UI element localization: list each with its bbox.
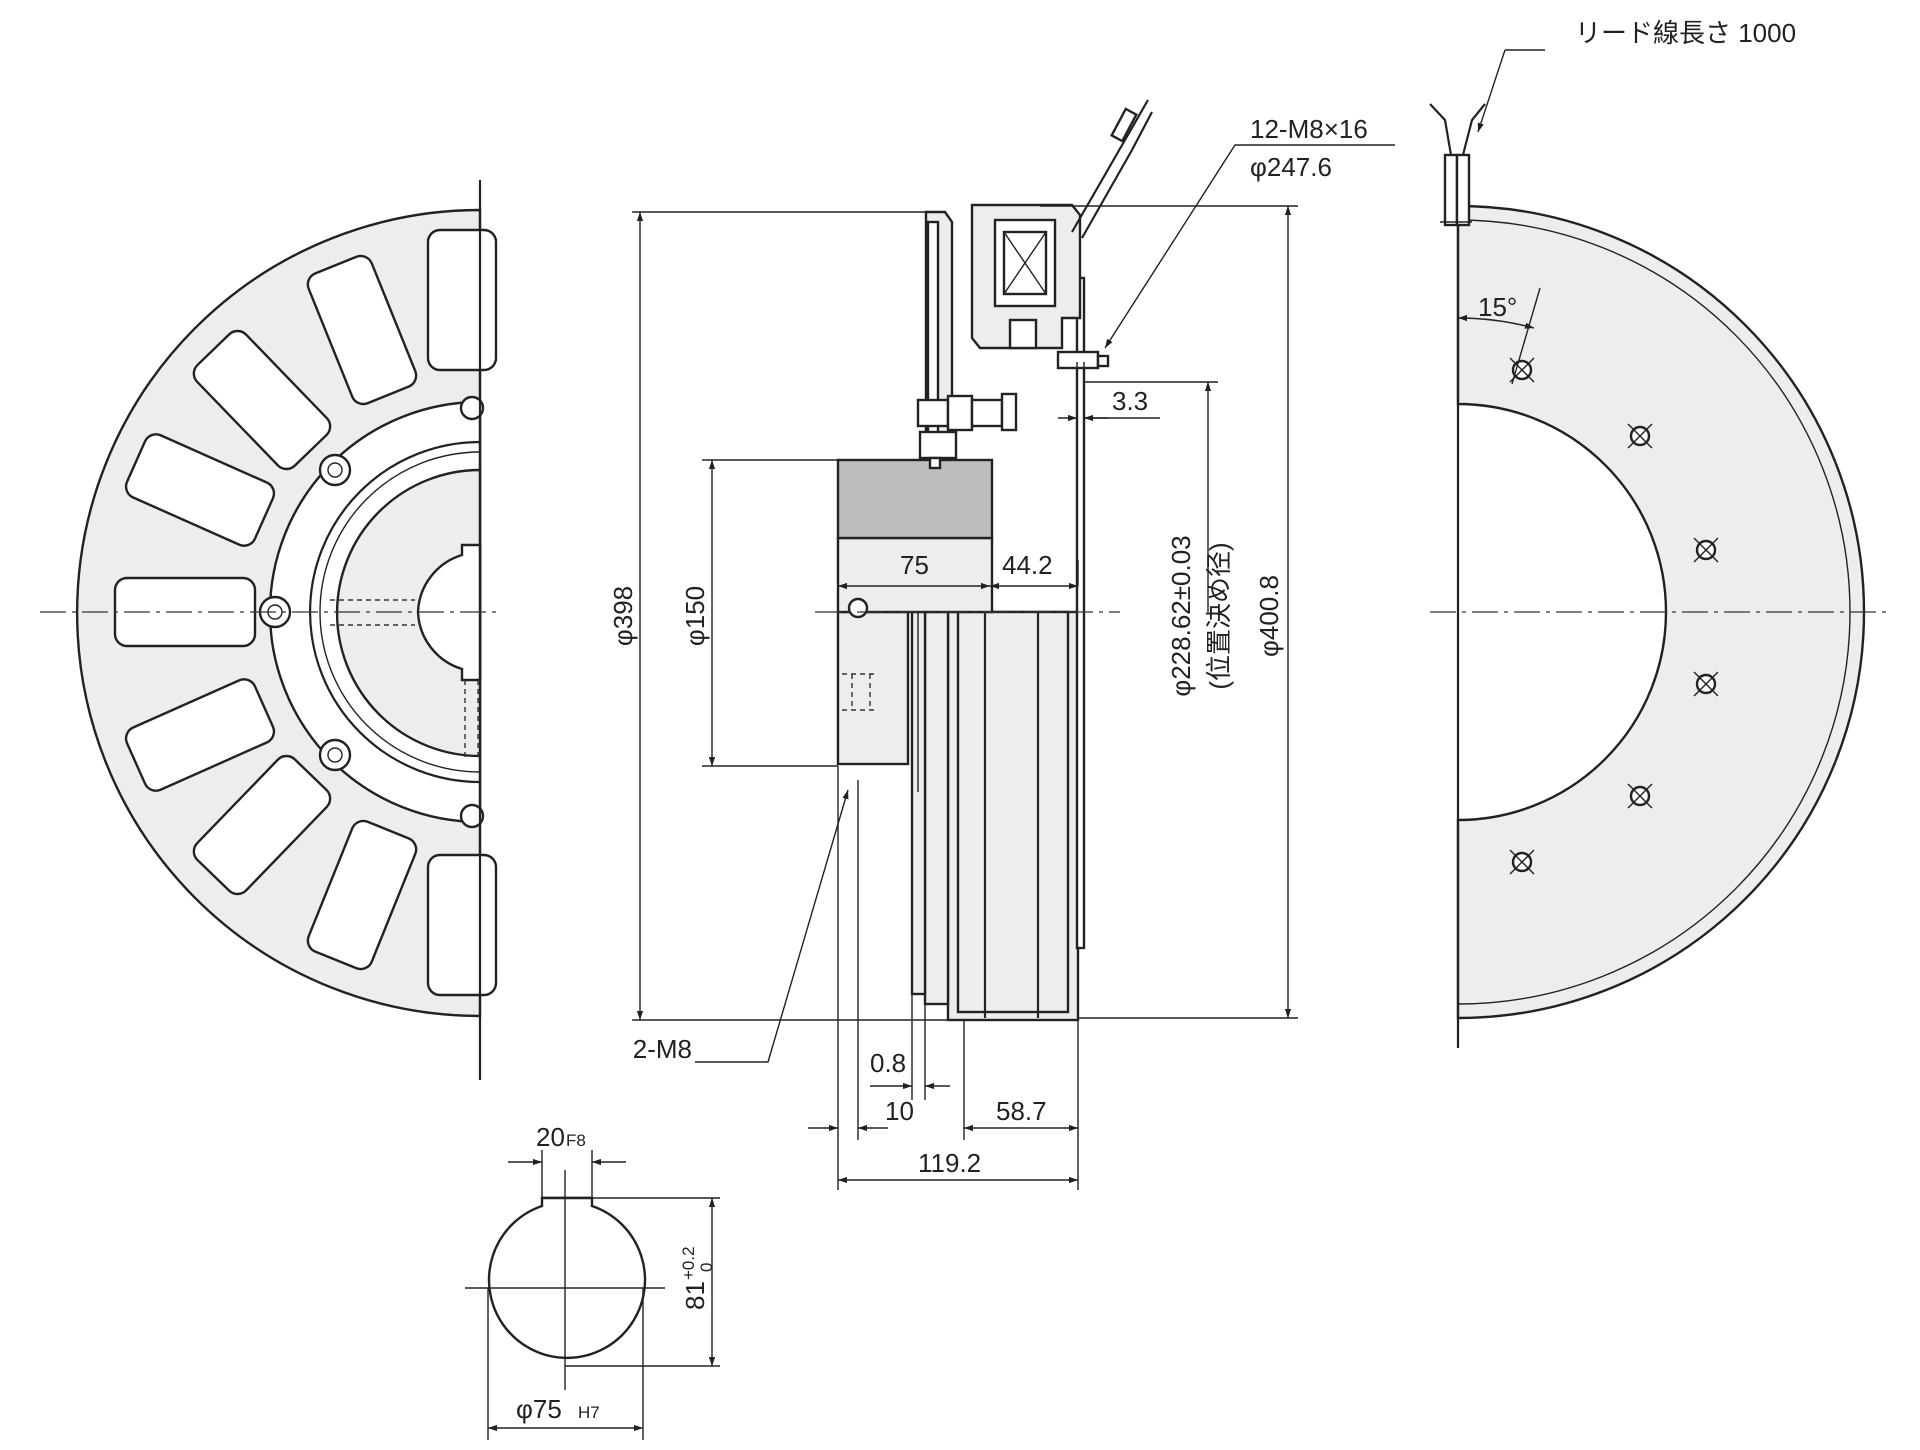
side-view	[815, 99, 1153, 1022]
angle-label: 15°	[1478, 292, 1517, 322]
dimension-lines	[488, 49, 1545, 1432]
length-10-label: 10	[885, 1096, 914, 1126]
tap-label: 2-M8	[633, 1034, 692, 1064]
pcd-label: φ247.6	[1250, 152, 1332, 182]
key-width-tolerance: F8	[566, 1131, 586, 1150]
bore-dia-label: φ75	[516, 1394, 562, 1424]
keyway-detail	[465, 1150, 720, 1440]
length-58-label: 58.7	[996, 1096, 1047, 1126]
dia-228-label: φ228.62±0.03	[1166, 535, 1196, 696]
length-75-label: 75	[900, 550, 929, 580]
dia-228-note: (位置決め径)	[1204, 542, 1234, 689]
gap-label: 3.3	[1112, 386, 1148, 416]
bore-tolerance: H7	[578, 1403, 600, 1422]
length-119-label: 119.2	[918, 1148, 981, 1178]
key-width-label: 20	[536, 1122, 565, 1152]
dimension-labels: リード線長さ 1000 12-M8×16 φ247.6 3.3 75 44.2 …	[516, 18, 1796, 1424]
key-depth-tol-upper: +0.2	[679, 1246, 698, 1280]
dia-150-label: φ150	[680, 586, 710, 646]
dia-398-label: φ398	[608, 586, 638, 646]
bolts-label: 12-M8×16	[1250, 114, 1368, 144]
lead-wire-label: リード線長さ 1000	[1575, 18, 1796, 48]
length-0-8-label: 0.8	[870, 1048, 906, 1078]
key-depth-label: 81	[680, 1281, 710, 1310]
dia-400-label: φ400.8	[1254, 575, 1284, 657]
length-44-label: 44.2	[1002, 550, 1053, 580]
bolt-holes	[1509, 357, 1719, 875]
rear-half-view	[1429, 103, 1890, 1048]
front-half-view	[40, 180, 500, 1080]
key-depth-tol-lower: 0	[697, 1263, 716, 1272]
